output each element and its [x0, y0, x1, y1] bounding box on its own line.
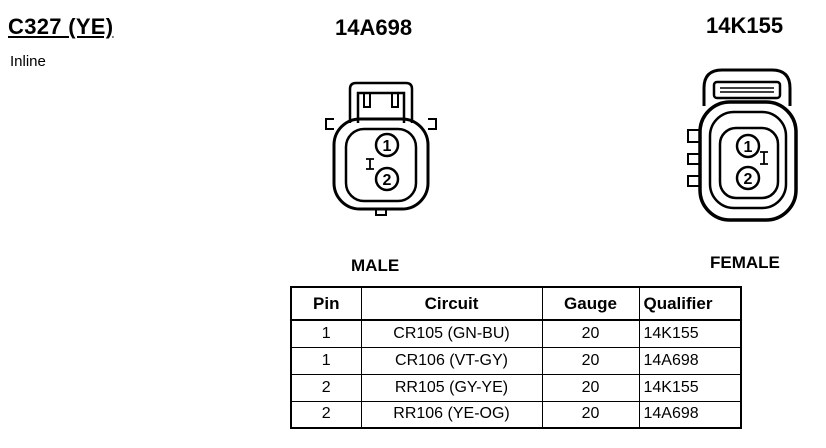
table-row: 2 RR105 (GY-YE) 20 14K155	[290, 373, 742, 402]
connector-title: C327 (YE)	[8, 14, 114, 39]
cell-qualifier: 14K155	[638, 319, 742, 348]
cell-qualifier: 14K155	[638, 373, 742, 402]
cell-gauge: 20	[541, 346, 640, 375]
cell-pin: 2	[290, 373, 362, 402]
male-pin-2: 2	[374, 166, 400, 192]
table-row: 1 CR106 (VT-GY) 20 14A698	[290, 346, 742, 375]
female-pin-2-label: 2	[744, 171, 753, 188]
cell-pin: 1	[290, 319, 362, 348]
header-gauge: Gauge	[541, 286, 640, 321]
male-pin-1-label: 1	[383, 138, 392, 155]
cell-circuit: RR105 (GY-YE)	[360, 373, 543, 402]
left-part-number: 14A698	[335, 15, 413, 40]
table-header-row: Pin Circuit Gauge Qualifier	[290, 286, 742, 321]
cell-gauge: 20	[541, 319, 640, 348]
female-label: FEMALE	[710, 253, 780, 272]
cell-circuit: RR106 (YE-OG)	[360, 400, 543, 429]
right-part-number: 14K155	[706, 13, 784, 38]
connector-type-label: Inline	[10, 53, 46, 70]
cell-pin: 1	[290, 346, 362, 375]
cell-qualifier: 14A698	[638, 346, 742, 375]
table-row: 1 CR105 (GN-BU) 20 14K155	[290, 319, 742, 348]
female-pin-2: 2	[735, 165, 761, 191]
header-qualifier: Qualifier	[638, 286, 742, 321]
male-connector-drawing: 1 2	[325, 81, 437, 216]
cell-circuit: CR106 (VT-GY)	[360, 346, 543, 375]
male-pin-1: 1	[374, 132, 400, 158]
cell-gauge: 20	[541, 373, 640, 402]
header-pin: Pin	[290, 286, 362, 321]
male-pin-2-label: 2	[383, 172, 392, 189]
header-circuit: Circuit	[360, 286, 543, 321]
cell-qualifier: 14A698	[638, 400, 742, 429]
table-row: 2 RR106 (YE-OG) 20 14A698	[290, 400, 742, 429]
female-pin-1-label: 1	[744, 139, 753, 156]
female-connector-drawing: 1 2	[687, 68, 798, 222]
cell-pin: 2	[290, 400, 362, 429]
cell-circuit: CR105 (GN-BU)	[360, 319, 543, 348]
pinout-table: Pin Circuit Gauge Qualifier 1 CR105 (GN-…	[290, 286, 742, 429]
cell-gauge: 20	[541, 400, 640, 429]
male-label: MALE	[351, 256, 400, 275]
female-pin-1: 1	[735, 133, 761, 159]
